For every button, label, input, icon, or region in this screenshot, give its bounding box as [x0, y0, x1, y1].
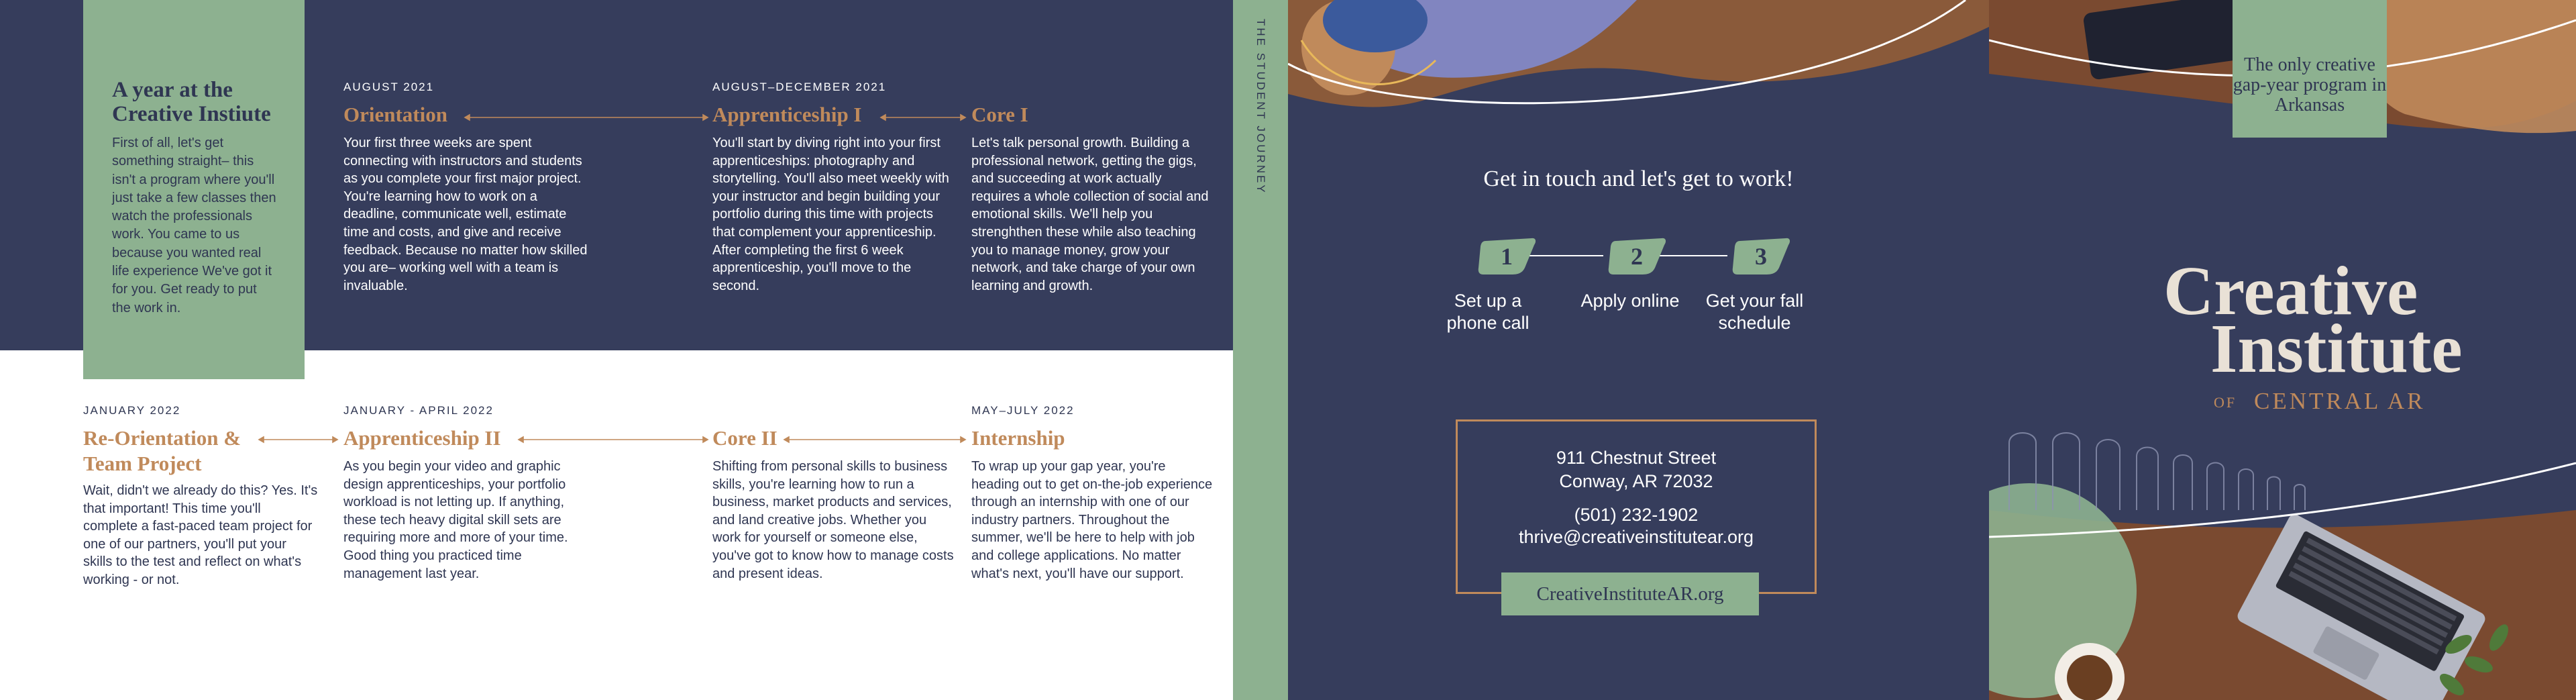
- step-3-number: 3: [1755, 243, 1767, 270]
- step-2-text: Apply online: [1580, 291, 1680, 311]
- connector-apprenticeship-1-core-1: [879, 113, 967, 121]
- stage-date: JANUARY - APRIL 2022: [343, 404, 494, 417]
- front-cover: The only creative gap-year program in Ar…: [1989, 0, 2576, 700]
- stage-title: Core I: [971, 103, 1028, 126]
- connector-core-2-internship: [783, 436, 967, 444]
- connector-apprenticeship-2-core-2: [517, 436, 709, 444]
- intro-box: A year at the Creative Instiute First of…: [83, 0, 305, 379]
- back-panel: Get in touch and let's get to work! 1 2 …: [1288, 0, 1989, 700]
- cover-title-line-1: Creative: [2163, 252, 2418, 330]
- connector-orientation-apprenticeship-1: [464, 113, 709, 121]
- stage-internship: MAY–JULY 2022 Internship To wrap up your…: [971, 404, 1213, 583]
- stage-date: MAY–JULY 2022: [971, 404, 1075, 417]
- stage-title: Orientation: [343, 103, 447, 126]
- contact-headline: Get in touch and let's get to work!: [1483, 166, 1794, 191]
- stage-body: As you begin your video and graphic desi…: [343, 459, 568, 581]
- stage-core-1: Core I Let's talk personal growth. Build…: [971, 102, 1213, 295]
- step-2-badge: 2: [1608, 237, 1666, 274]
- spine-label: THE STUDENT JOURNEY: [1254, 19, 1267, 195]
- cover-tagline: The only creative gap-year program in Ar…: [2233, 54, 2387, 115]
- step-1-badge: 1: [1478, 237, 1536, 274]
- stage-title: Internship: [971, 426, 1065, 450]
- stage-orientation: AUGUST 2021 Orientation Your first three…: [343, 81, 592, 295]
- stage-title: Apprenticeship I: [712, 103, 862, 126]
- contact-phone[interactable]: (501) 232-1902: [1574, 505, 1699, 525]
- stage-apprenticeship-1: AUGUST–DECEMBER 2021 Apprenticeship I Yo…: [712, 81, 954, 295]
- cover-subtitle: CENTRAL AR: [2254, 388, 2426, 414]
- step-3-badge: 3: [1732, 237, 1790, 274]
- stage-date: AUGUST 2021: [343, 81, 435, 93]
- stage-apprenticeship-2: JANUARY - APRIL 2022 Apprenticeship II A…: [343, 404, 585, 583]
- contact-box: 911 Chestnut Street Conway, AR 72032 (50…: [1456, 419, 1817, 594]
- stage-core-2: Core II Shifting from personal skills to…: [712, 426, 954, 583]
- stage-title: Re-Orientation & Team Project: [83, 426, 241, 475]
- stage-body: Shifting from personal skills to busines…: [712, 459, 954, 581]
- cover-title-line-2: Institute: [2210, 310, 2463, 387]
- timeline-connectors: [258, 113, 967, 444]
- intro-heading: A year at the Creative Instiute: [112, 78, 271, 126]
- connector-reorientation-apprenticeship-2: [258, 436, 339, 444]
- contact-email[interactable]: thrive@creativeinstitutear.org: [1518, 527, 1754, 547]
- stage-date: AUGUST–DECEMBER 2021: [712, 81, 887, 93]
- cover-of: OF: [2214, 394, 2237, 411]
- spine: THE STUDENT JOURNEY: [1233, 0, 1288, 700]
- intro-body: First of all, let's get something straig…: [112, 136, 276, 315]
- cover-tagline-box: The only creative gap-year program in Ar…: [2233, 0, 2387, 138]
- stage-title: Core II: [712, 426, 777, 450]
- stage-body: Your first three weeks are spent connect…: [343, 136, 588, 293]
- stage-title: Apprenticeship II: [343, 426, 501, 450]
- address-city: Conway, AR 72032: [1559, 471, 1713, 491]
- step-1-number: 1: [1501, 243, 1513, 270]
- stage-body: Let's talk personal growth. Building a p…: [971, 136, 1209, 293]
- step-2-number: 2: [1631, 243, 1643, 270]
- stage-body: You'll start by diving right into your f…: [712, 136, 949, 293]
- website-link[interactable]: CreativeInstituteAR.org: [1501, 572, 1759, 615]
- stage-body: To wrap up your gap year, you're heading…: [971, 459, 1213, 581]
- stage-date: JANUARY 2022: [83, 404, 181, 417]
- stage-body: Wait, didn't we already do this? Yes. It…: [83, 483, 318, 587]
- step-1-text: Set up a phone call: [1446, 291, 1529, 333]
- step-3-text: Get your fall schedule: [1705, 291, 1804, 333]
- abstract-art-header: [1288, 0, 1989, 107]
- stage-reorientation: JANUARY 2022 Re-Orientation & Team Proje…: [83, 404, 318, 589]
- address-street: 911 Chestnut Street: [1556, 448, 1717, 468]
